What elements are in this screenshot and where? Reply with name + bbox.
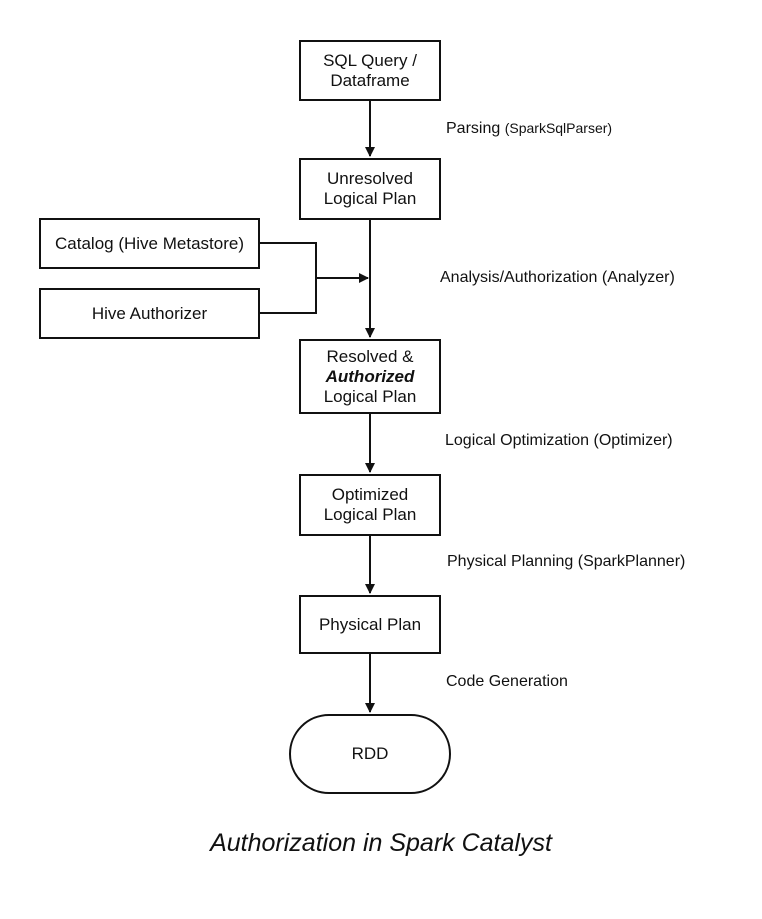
optimized-line2: Logical Plan — [323, 505, 417, 524]
resolved-line3: Logical Plan — [323, 386, 417, 406]
parsing-text: Parsing — [446, 120, 501, 137]
unresolved-line1: Unresolved — [327, 169, 413, 188]
optimization-label: Logical Optimization (Optimizer) — [445, 432, 673, 449]
hive-authorizer-node: Hive Authorizer — [39, 288, 260, 339]
optimized-line1: Optimized — [331, 485, 409, 504]
catalog-label: Catalog (Hive Metastore) — [55, 233, 244, 253]
codegen-label: Code Generation — [446, 673, 568, 690]
physical-plan-label: Physical Plan — [318, 614, 422, 634]
rdd-node: RDD — [289, 714, 451, 794]
sql-query-node: SQL Query / Dataframe — [299, 40, 441, 101]
unresolved-line2: Logical Plan — [323, 189, 417, 208]
planning-label: Physical Planning (SparkPlanner) — [447, 553, 686, 570]
diagram-caption: Authorization in Spark Catalyst — [210, 829, 552, 857]
parsing-detail: (SparkSqlParser) — [504, 120, 613, 136]
analysis-label: Analysis/Authorization (Analyzer) — [440, 269, 675, 286]
rdd-label: RDD — [351, 744, 389, 763]
catalog-node: Catalog (Hive Metastore) — [39, 218, 260, 269]
resolved-line2: Authorized — [325, 366, 415, 386]
sql-query-line2: Dataframe — [330, 70, 410, 90]
physical-plan-node: Physical Plan — [299, 595, 441, 654]
unresolved-plan-node: Unresolved Logical Plan — [299, 158, 441, 220]
optimized-plan-node: Optimized Logical Plan — [299, 474, 441, 536]
resolved-plan-node: Resolved & Authorized Logical Plan — [299, 339, 441, 414]
resolved-line1: Resolved & — [326, 346, 414, 366]
hive-authorizer-label: Hive Authorizer — [91, 303, 208, 323]
connector-catalog — [260, 242, 317, 314]
parsing-label: Parsing (SparkSqlParser) — [446, 120, 612, 138]
sql-query-line1: SQL Query / — [323, 50, 417, 70]
